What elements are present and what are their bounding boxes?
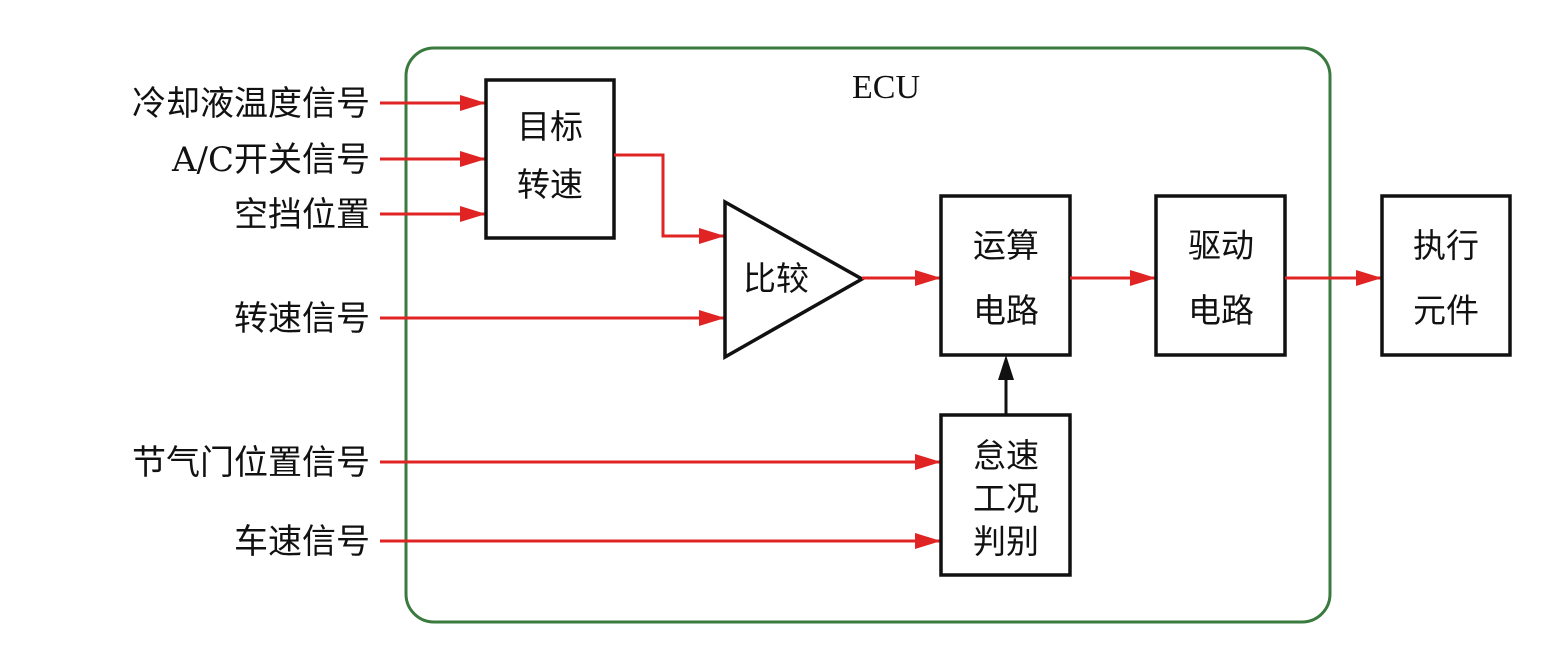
block-target-speed-line2: 转速 [517,165,583,204]
input-label-coolant: 冷却液温度信号 [132,84,370,124]
input-label-rpm: 转速信号 [234,299,370,339]
block-comparator [723,199,866,361]
arrow-target-to-compare [614,153,725,244]
input-label-speed: 车速信号 [234,522,370,562]
block-target-speed [484,78,616,240]
arrowhead-idle-to-compute [998,355,1014,380]
block-idle-line1: 怠速 [973,436,1039,475]
block-idle-line3: 判别 [973,522,1039,561]
block-drive-circuit [1154,194,1287,357]
block-target-speed-line1: 目标 [517,107,583,146]
block-idle-line2: 工况 [973,479,1039,518]
input-label-ac: A/C开关信号 [171,140,370,180]
ecu-boundary [404,46,1332,624]
ecu-label: ECU [852,69,920,106]
block-drive-line1: 驱动 [1188,226,1254,265]
input-label-neutral: 空挡位置 [234,195,370,235]
block-idle-detection [939,413,1072,577]
block-compute-circuit [939,194,1072,357]
block-actuator-line1: 执行 [1413,226,1479,265]
block-comparator-label: 比较 [743,259,809,298]
block-actuator-line2: 元件 [1413,291,1479,330]
block-drive-line2: 电路 [1188,291,1254,330]
input-label-throttle: 节气门位置信号 [132,443,370,483]
block-actuator [1380,194,1512,357]
block-compute-line1: 运算 [973,226,1039,265]
block-compute-line2: 电路 [973,291,1039,330]
